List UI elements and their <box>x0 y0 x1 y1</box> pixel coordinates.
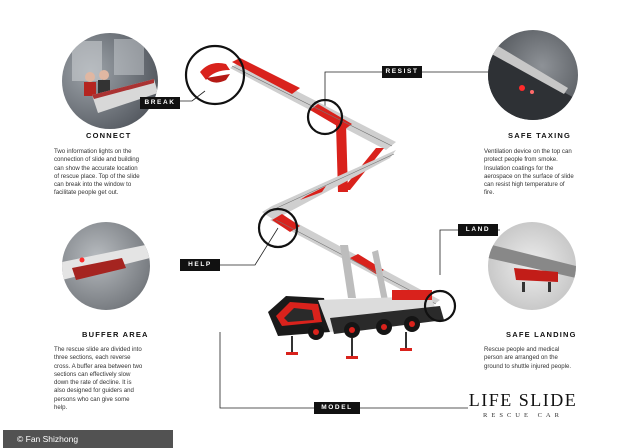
middle-boom <box>262 150 396 220</box>
safe-taxing-photo-circle <box>488 30 578 120</box>
heading-buffer-area: BUFFER AREA <box>82 330 149 339</box>
people-at-window-icon <box>72 39 158 113</box>
safe-landing-photo-circle <box>488 222 576 310</box>
heading-connect: CONNECT <box>86 131 132 140</box>
connect-photo-circle <box>62 33 158 129</box>
buffer-area-photo-circle <box>62 222 150 310</box>
lower-boom <box>270 214 440 306</box>
desc-safe-taxing: Ventilation device on the top can protec… <box>484 148 574 197</box>
brand-subtitle: RESCUE CAR <box>483 412 563 419</box>
heading-safe-taxing: SAFE TAXING <box>508 131 572 140</box>
tag-model: MODEL <box>314 402 360 414</box>
photo-credit: © Fan Shizhong <box>3 430 173 448</box>
tag-help: HELP <box>180 259 220 271</box>
tag-resist: RESIST <box>382 66 422 78</box>
claw-icon <box>200 63 230 83</box>
desc-connect: Two information lights on the connection… <box>54 148 140 197</box>
tag-land: LAND <box>458 224 498 236</box>
brand-title: LIFE SLIDE <box>468 390 578 410</box>
highlight-rings <box>184 44 457 323</box>
heading-safe-landing: SAFE LANDING <box>506 330 577 339</box>
landing-slide-icon <box>488 244 576 292</box>
stabilizer-legs <box>286 332 412 359</box>
buffer-slide-icon <box>62 244 150 280</box>
tag-break: BREAK <box>140 97 180 109</box>
slide-interior-icon <box>488 40 578 120</box>
desc-buffer-area: The rescue slide are divided into three … <box>54 346 143 412</box>
truck-wheels <box>308 316 420 340</box>
desc-safe-landing: Rescue people and medical person are arr… <box>484 346 572 370</box>
